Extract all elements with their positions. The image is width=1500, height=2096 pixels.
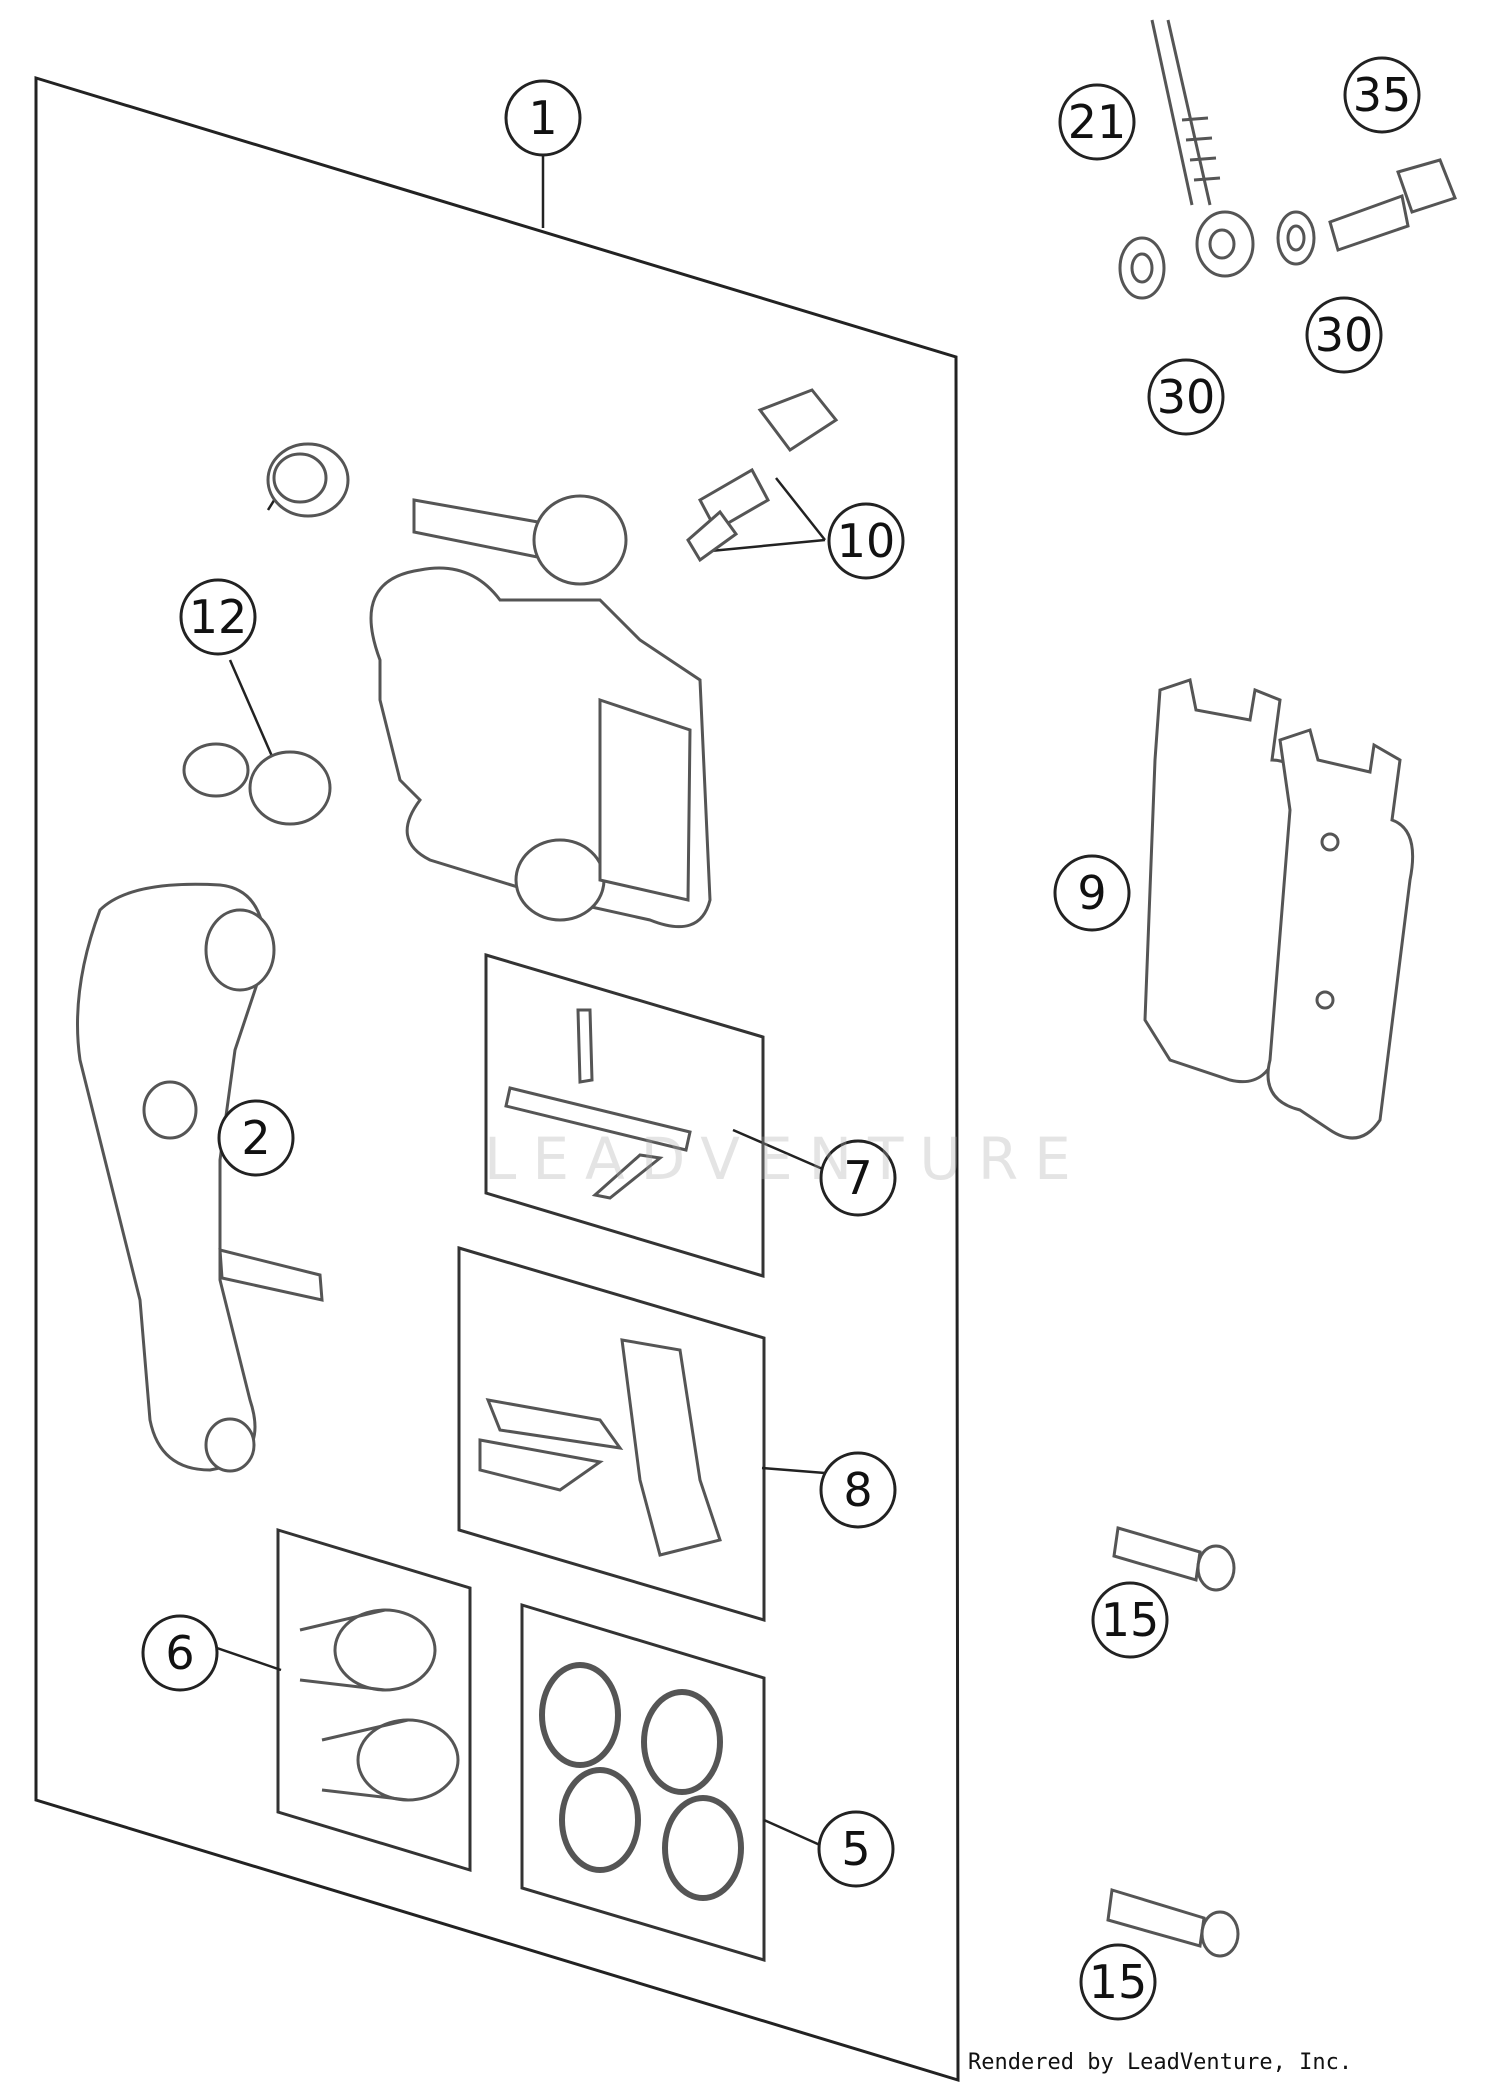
- watermark: LEADVENTURE: [484, 1125, 1087, 1193]
- kit-frame-6: [276, 1527, 472, 1873]
- bolts: [1106, 1526, 1240, 1958]
- callout-30-a: 30: [1147, 358, 1225, 436]
- callout-2-text: 2: [241, 1111, 270, 1165]
- callout-9-text: 9: [1077, 866, 1106, 920]
- callout-1-text: 1: [528, 91, 557, 145]
- assembly-frame: [34, 75, 960, 2083]
- callout-5: 5: [817, 1810, 895, 1888]
- kit-frame-8: [457, 1245, 766, 1623]
- callout-7: 7: [819, 1139, 897, 1217]
- boots: [182, 442, 350, 826]
- callout-2: 2: [217, 1099, 295, 1177]
- callout-12-text: 12: [189, 590, 248, 644]
- banjo-bolt: [1328, 158, 1457, 252]
- callout-35-text: 35: [1353, 68, 1412, 122]
- callout-30-b-text: 30: [1315, 308, 1374, 362]
- callout-21: 21: [1058, 83, 1136, 161]
- callout-15-a-text: 15: [1101, 1593, 1160, 1647]
- caliper-body: [369, 494, 712, 929]
- kit-frame-5: [520, 1602, 766, 1963]
- callout-10: 10: [827, 502, 905, 580]
- leader-lines: [213, 155, 826, 1847]
- washers: [1118, 210, 1316, 300]
- callout-7-text: 7: [843, 1151, 872, 1205]
- callout-10-text: 10: [837, 514, 896, 568]
- callout-35: 35: [1343, 56, 1421, 134]
- callout-1: 1: [504, 79, 582, 157]
- callout-8: 8: [819, 1451, 897, 1529]
- callout-6-text: 6: [165, 1626, 194, 1680]
- pistons: [299, 1608, 460, 1802]
- callout-30-a-text: 30: [1157, 370, 1216, 424]
- callout-5-text: 5: [841, 1822, 870, 1876]
- callout-30-b: 30: [1305, 296, 1383, 374]
- pad-spring: [478, 1338, 722, 1557]
- bleeder: [686, 388, 839, 563]
- callout-6: 6: [141, 1614, 219, 1692]
- callout-9: 9: [1053, 854, 1131, 932]
- footer-credit: Rendered by LeadVenture, Inc.: [968, 2050, 1353, 2075]
- callout-15-b: 15: [1079, 1943, 1157, 2021]
- bracket: [76, 882, 324, 1473]
- kit-frame-7: [484, 952, 765, 1279]
- callout-8-text: 8: [843, 1463, 872, 1517]
- pins: [504, 1008, 692, 1200]
- callout-15-a: 15: [1091, 1581, 1169, 1659]
- brake-hose: [1150, 19, 1255, 278]
- brake-pads: [1143, 678, 1415, 1140]
- callout-12: 12: [179, 578, 257, 656]
- callout-15-b-text: 15: [1089, 1955, 1148, 2009]
- seals: [539, 1662, 744, 1901]
- callout-21-text: 21: [1068, 95, 1127, 149]
